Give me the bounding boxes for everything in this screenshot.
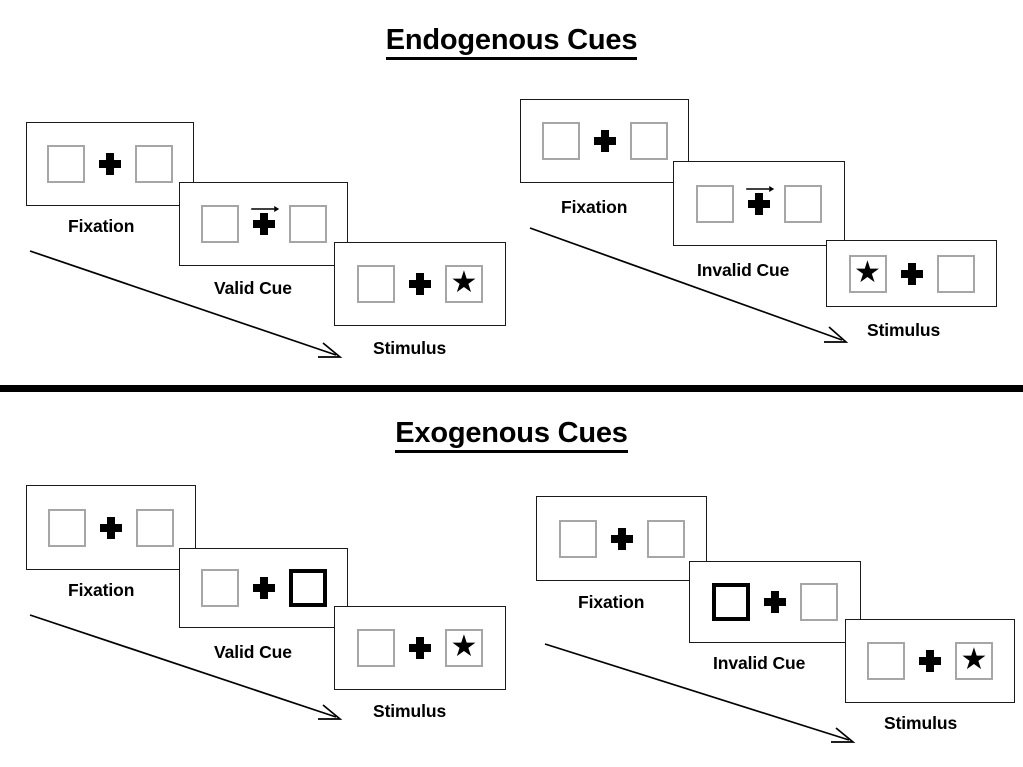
stage-label-fixation: Fixation [68, 580, 135, 600]
time-arrow-exogenous-valid [29, 614, 343, 720]
left-box [696, 184, 734, 223]
right-box [800, 583, 838, 621]
panel-content [47, 145, 173, 183]
left-box [867, 642, 905, 680]
panel-exogenous-valid-cue[interactable] [179, 548, 348, 628]
panel-exogenous-invalid-fixation[interactable] [536, 496, 707, 581]
stage-label-valid-cue: Valid Cue [214, 278, 292, 298]
fixation-cross-icon [610, 527, 633, 550]
fixation-cross-wrap [593, 122, 616, 160]
stage-label-invalid-cue: Invalid Cue [697, 260, 790, 280]
fixation-cross-icon [748, 192, 770, 215]
time-arrow-endogenous-invalid [529, 227, 849, 343]
fixation-cross-wrap [250, 205, 279, 243]
panel-content: ★ [867, 642, 993, 680]
star-icon: ★ [450, 630, 478, 663]
fixation-cross-icon [409, 273, 431, 295]
left-box [558, 519, 597, 558]
fixation-cross-wrap [764, 583, 786, 621]
panel-content: ★ [357, 629, 483, 667]
left-box [357, 629, 395, 667]
section-divider [0, 385, 1023, 392]
star-icon: ★ [960, 643, 988, 676]
panel-endogenous-valid-fixation[interactable] [26, 122, 194, 206]
right-box [784, 184, 822, 223]
fixation-cross-wrap [900, 255, 923, 293]
fixation-cross-icon [919, 650, 941, 672]
left-box [200, 569, 239, 607]
stage-label-fixation: Fixation [578, 592, 645, 612]
stage-label-stimulus: Stimulus [884, 713, 958, 733]
stage-label-valid-cue: Valid Cue [214, 642, 292, 662]
panel-exogenous-invalid-cue[interactable] [689, 561, 861, 643]
panel-content [200, 569, 327, 607]
panel-content [200, 205, 327, 243]
left-box-cued [712, 583, 750, 621]
fixation-cross-icon [252, 577, 275, 599]
panel-content [48, 508, 174, 547]
left-box [48, 508, 86, 547]
right-box [136, 508, 174, 547]
panel-content: ★ [357, 265, 483, 303]
panel-content [712, 583, 838, 621]
stage-label-stimulus: Stimulus [373, 338, 447, 358]
fixation-cross-icon [99, 153, 121, 175]
stage-label-invalid-cue: Invalid Cue [713, 653, 806, 673]
panel-content: ★ [848, 254, 975, 293]
fixation-cross-wrap [919, 642, 941, 680]
time-arrow-exogenous-invalid [544, 643, 856, 743]
panel-endogenous-invalid-stimulus[interactable]: ★ [826, 240, 997, 307]
section-title-endogenous: Endogenous Cues [0, 24, 1023, 60]
fixation-cross-wrap [252, 569, 275, 607]
fixation-cross-wrap [610, 520, 633, 558]
panel-endogenous-invalid-cue[interactable] [673, 161, 845, 246]
fixation-cross-icon [593, 130, 616, 152]
left-box [47, 145, 85, 183]
fixation-cross-icon [252, 213, 275, 235]
stage-label-fixation: Fixation [561, 197, 628, 217]
left-box: ★ [848, 254, 887, 293]
right-box [629, 122, 668, 160]
panel-endogenous-valid-cue[interactable] [179, 182, 348, 266]
cue-arrow-right-icon [250, 206, 279, 212]
fixation-cross-icon [900, 262, 923, 285]
section-title-exogenous-text: Exogenous Cues [395, 417, 628, 453]
left-box [200, 205, 239, 243]
right-box: ★ [445, 629, 483, 667]
star-icon: ★ [450, 266, 478, 299]
stage-label-stimulus: Stimulus [373, 701, 447, 721]
right-box [646, 519, 685, 558]
panel-exogenous-valid-stimulus[interactable]: ★ [334, 606, 506, 690]
panel-endogenous-invalid-fixation[interactable] [520, 99, 689, 183]
time-arrow-endogenous-valid [29, 250, 343, 358]
star-icon: ★ [854, 255, 881, 289]
fixation-cross-icon [100, 516, 122, 539]
fixation-cross-icon [409, 637, 431, 659]
right-box [936, 254, 975, 293]
fixation-cross-wrap [409, 629, 431, 667]
right-box [288, 205, 327, 243]
left-box [357, 265, 395, 303]
panel-endogenous-valid-stimulus[interactable]: ★ [334, 242, 506, 326]
panel-exogenous-valid-fixation[interactable] [26, 485, 196, 570]
fixation-cross-icon [764, 591, 786, 613]
right-box: ★ [955, 642, 993, 680]
right-box-cued [288, 569, 327, 607]
right-box [135, 145, 173, 183]
panel-content [541, 122, 668, 160]
section-title-endogenous-text: Endogenous Cues [385, 24, 637, 60]
panel-content [696, 184, 822, 223]
fixation-cross-wrap [409, 265, 431, 303]
stage-label-stimulus: Stimulus [867, 320, 941, 340]
fixation-cross-wrap [746, 185, 775, 223]
section-title-exogenous: Exogenous Cues [0, 417, 1023, 453]
cue-arrow-right-icon [746, 185, 775, 192]
right-box: ★ [445, 265, 483, 303]
fixation-cross-wrap [99, 145, 121, 183]
panel-content [558, 519, 685, 558]
stage-label-fixation: Fixation [68, 216, 135, 236]
left-box [541, 122, 580, 160]
fixation-cross-wrap [100, 509, 122, 547]
panel-exogenous-invalid-stimulus[interactable]: ★ [845, 619, 1015, 703]
